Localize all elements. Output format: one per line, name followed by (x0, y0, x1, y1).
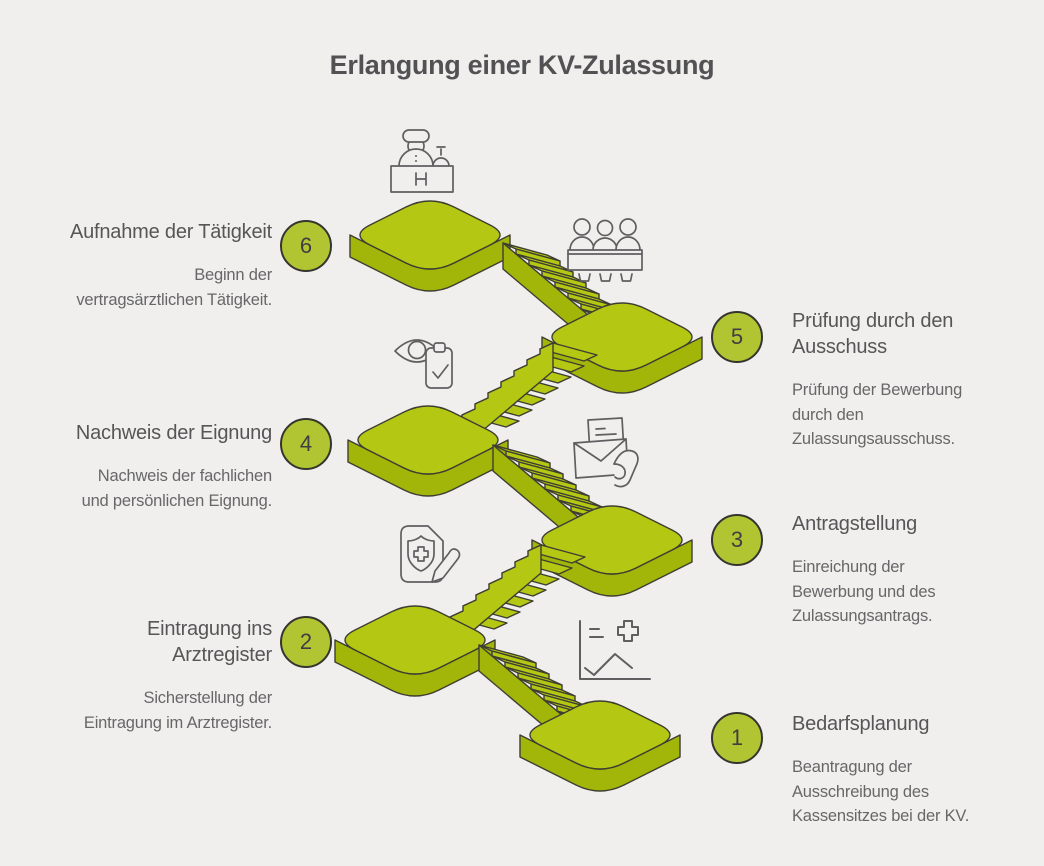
step-title: Bedarfsplanung (792, 713, 930, 735)
reception-icon (383, 126, 461, 196)
document-pencil-icon (391, 521, 463, 595)
step-description: Beantragung der Ausschreibung des Kassen… (792, 758, 970, 825)
step-title: Eintragung ins Arztregister (146, 618, 272, 666)
step-number-badge: 1 (711, 712, 763, 764)
step-number-badge: 3 (711, 514, 763, 566)
mail-hand-icon (564, 416, 650, 490)
page-title: Erlangung einer KV-Zulassung (329, 50, 715, 80)
step-title: Aufnahme der Tätigkeit (69, 221, 272, 243)
step-number: 3 (730, 527, 744, 552)
step-title: Nachweis der Eignung (75, 422, 272, 444)
step-description: Einreichung der Bewerbung und des Zulass… (792, 558, 936, 625)
step-title: Prüfung durch den Ausschuss (792, 310, 954, 358)
step-number: 5 (730, 324, 744, 349)
step-block-2: Eintragung ins Arztregister Sicherstellu… (12, 616, 272, 735)
step-description: Beginn der vertragsärztlichen Tätigkeit. (76, 266, 272, 309)
step-block-3: Antragstellung Einreichung der Bewerbung… (792, 511, 1012, 629)
step-number-badge: 6 (280, 220, 332, 272)
step-block-1: Bedarfsplanung Beantragung der Ausschrei… (792, 711, 1012, 829)
step-number-badge: 5 (711, 311, 763, 363)
step-block-4: Nachweis der Eignung Nachweis der fachli… (12, 420, 272, 513)
step-number: 6 (299, 233, 313, 258)
step-title: Antragstellung (792, 513, 918, 535)
step-number-badge: 4 (280, 418, 332, 470)
step-block-6: Aufnahme der Tätigkeit Beginn der vertra… (12, 219, 272, 312)
step-description: Prüfung der Bewerbung durch den Zulassun… (792, 381, 963, 448)
step-description: Sicherstellung der Eintragung im Arztreg… (83, 689, 272, 732)
step-block-5: Prüfung durch den Ausschuss Prüfung der … (792, 308, 1012, 452)
chart-plus-icon (572, 616, 654, 688)
committee-icon (566, 216, 644, 284)
step-number: 2 (299, 629, 313, 654)
step-number: 1 (730, 725, 744, 750)
review-icon (392, 326, 464, 394)
step-number: 4 (299, 431, 313, 456)
step-description: Nachweis der fachlichen und persönlichen… (81, 467, 273, 510)
step-number-badge: 2 (280, 616, 332, 668)
